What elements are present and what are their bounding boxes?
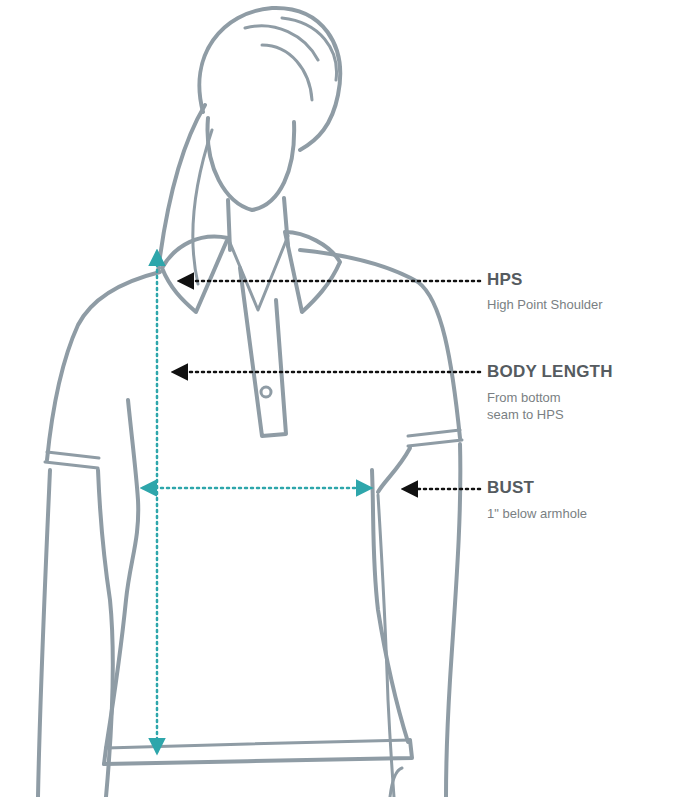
- left-sleeve: [47, 272, 160, 460]
- placket: [240, 268, 286, 436]
- neck: [228, 198, 288, 250]
- face: [208, 118, 295, 210]
- hem-seam: [106, 740, 410, 748]
- sleeve-cuff: [408, 430, 462, 446]
- shirt-side: [106, 400, 138, 748]
- hair-strands: [245, 18, 337, 100]
- hand-hint: [390, 768, 402, 797]
- shirt-side: [372, 470, 408, 742]
- leader-line: [174, 371, 480, 374]
- label-note: 1" below armhole: [487, 505, 587, 522]
- button: [261, 387, 271, 397]
- figure-outline: [38, 8, 462, 797]
- label-note: From bottom seam to HPS: [487, 389, 575, 423]
- bust-dimension: [143, 487, 370, 490]
- leader-line: [404, 488, 480, 491]
- hem: [104, 740, 412, 764]
- leader-line: [180, 280, 480, 283]
- right-arm: [446, 444, 460, 797]
- label-heading: HPS: [487, 270, 523, 290]
- label-heading: BUST: [487, 478, 534, 498]
- left-arm: [38, 470, 50, 797]
- right-sleeve: [300, 250, 460, 438]
- right-sleeve: [378, 448, 410, 492]
- label-note: High Point Shoulder: [487, 296, 603, 313]
- neckline: [228, 236, 288, 310]
- right-collar: [285, 232, 340, 312]
- label-heading: BODY LENGTH: [487, 362, 613, 382]
- hair: [199, 8, 340, 150]
- sleeve-cuff: [45, 452, 99, 468]
- body-length-dimension: [156, 252, 159, 752]
- left-collar: [162, 237, 228, 312]
- hem: [104, 748, 106, 764]
